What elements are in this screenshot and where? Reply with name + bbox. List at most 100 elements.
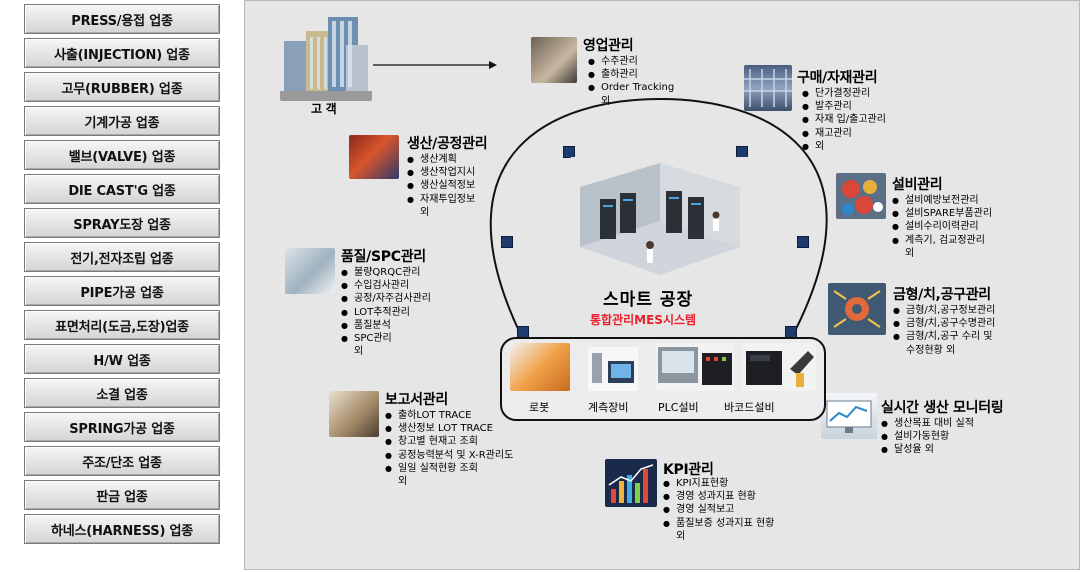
report-list: 출하LOT TRACE 생산정보 LOT TRACE 창고별 현재고 조회 공정… — [385, 409, 513, 488]
customer-buildings-image — [280, 11, 372, 101]
production-etc: 외 — [420, 206, 430, 218]
purchase-item: 자재 입/출고관리 — [802, 113, 886, 126]
industry-button-press[interactable]: PRESS/용접 업종 — [24, 4, 220, 34]
industry-button-diecasting[interactable]: DIE CAST'G 업종 — [24, 174, 220, 204]
equipment-box: 로봇 계측장비 PLC설비 바코드설비 — [500, 337, 826, 421]
mold-list: 금형/치,공구정보관리 금형/치,공구수명관리 금형/치,공구 수리 및 수정현… — [893, 304, 995, 357]
kpi-chart-image — [605, 459, 657, 507]
measuring-label: 계측장비 — [588, 401, 629, 414]
industry-button-machining[interactable]: 기계가공 업종 — [24, 106, 220, 136]
quality-title: 품질/SPC관리 — [341, 249, 426, 265]
purchase-item: 외 — [802, 140, 886, 153]
mold-title: 금형/치,공구관리 — [893, 287, 991, 303]
sales-item: 수주관리 — [588, 55, 674, 68]
facility-item: 설비SPARE부품관리 — [892, 207, 992, 220]
production-item: 자재투입정보 — [407, 193, 475, 206]
facility-item: 설비수리이력관리 — [892, 220, 992, 233]
report-item: 일일 실적현황 조회 — [385, 462, 513, 475]
report-etc: 외 — [398, 476, 408, 488]
monitoring-list: 생산목표 대비 실적 설비가동현황 달성율 외 — [881, 417, 974, 457]
production-item: 생산작업지시 — [407, 166, 475, 179]
kpi-title: KPI관리 — [663, 462, 714, 478]
purchase-title: 구매/자재관리 — [797, 70, 878, 86]
production-item: 생산실적정보 — [407, 179, 475, 192]
facility-list: 설비예방보전관리 설비SPARE부품관리 설비수리이력관리 계측기, 검교정관리… — [892, 194, 992, 260]
kpi-etc: 외 — [676, 530, 686, 542]
barcode-label: 바코드설비 — [724, 401, 775, 414]
quality-item: 불량QRQC관리 — [341, 266, 431, 279]
smart-factory-title: 스마트 공장 — [603, 290, 694, 310]
plc-equipment-image — [656, 343, 734, 391]
robot-label: 로봇 — [529, 401, 550, 414]
facility-item: 계측기, 검교정관리 — [892, 234, 992, 247]
quality-item: SPC관리 — [341, 332, 431, 345]
industry-button-valve[interactable]: 밸브(VALVE) 업종 — [24, 140, 220, 170]
industry-button-harness[interactable]: 하네스(HARNESS) 업종 — [24, 514, 220, 544]
report-item: 생산정보 LOT TRACE — [385, 422, 513, 435]
industry-button-spray[interactable]: SPRAY도장 업종 — [24, 208, 220, 238]
sales-item: Order Tracking — [588, 81, 674, 94]
kpi-item: 경영 성과지표 현황 — [663, 490, 774, 503]
mold-item: 금형/치,공구 수리 및 — [893, 330, 995, 343]
report-item: 공정능력분석 및 X-R관리도 — [385, 449, 513, 462]
monitoring-screen-image — [821, 393, 877, 439]
industry-button-rubber[interactable]: 고무(RUBBER) 업종 — [24, 72, 220, 102]
mes-system-subtitle: 통합관리MES시스템 — [590, 313, 697, 327]
report-item: 창고별 현재고 조회 — [385, 435, 513, 448]
quality-item: LOT추적관리 — [341, 306, 431, 319]
industry-button-surface[interactable]: 표면처리(도금,도장)업종 — [24, 310, 220, 340]
monitoring-item: 설비가동현황 — [881, 430, 974, 443]
monitoring-item: 달성율 외 — [881, 443, 974, 456]
mold-item: 금형/치,공구정보관리 — [893, 304, 995, 317]
mold-etc: 수정현황 외 — [906, 344, 956, 356]
kpi-item: 품질보증 성과지표 현황 — [663, 517, 774, 530]
industry-button-spring[interactable]: SPRING가공 업종 — [24, 412, 220, 442]
arc-node — [501, 236, 513, 248]
industry-button-electronics[interactable]: 전기,전자조립 업종 — [24, 242, 220, 272]
production-image — [349, 135, 399, 179]
facility-gears-image — [836, 173, 886, 219]
monitoring-title: 실시간 생산 모니터링 — [881, 400, 1004, 416]
mold-tools-image — [828, 283, 886, 335]
mes-diagram-panel: 고 객 영업관리 수주관리 출하관리 Order Tracking 외 구매/자… — [244, 0, 1080, 570]
purchase-list: 단가결정관리 발주관리 자재 입/출고관리 재고관리 외 — [802, 87, 886, 153]
report-image — [329, 391, 379, 437]
quality-item: 공정/자주검사관리 — [341, 292, 431, 305]
production-item: 생산계획 — [407, 153, 475, 166]
smart-factory-arc — [489, 97, 828, 332]
barcode-equipment-image — [742, 343, 816, 391]
kpi-list: KPI지표현황 경영 성과지표 현황 경영 실적보고 품질보증 성과지표 현황 … — [663, 477, 774, 543]
quality-item: 품질분석 — [341, 319, 431, 332]
purchase-item: 재고관리 — [802, 127, 886, 140]
industry-button-sintering[interactable]: 소결 업종 — [24, 378, 220, 408]
facility-etc: 외 — [905, 247, 915, 259]
quality-item: 수입검사관리 — [341, 279, 431, 292]
industry-button-hw[interactable]: H/W 업종 — [24, 344, 220, 374]
warehouse-image — [744, 65, 792, 111]
report-title: 보고서관리 — [385, 392, 448, 408]
sales-list: 수주관리 출하관리 Order Tracking 외 — [588, 55, 674, 108]
facility-title: 설비관리 — [892, 177, 943, 193]
customer-label: 고 객 — [311, 102, 337, 116]
kpi-item: 경영 실적보고 — [663, 503, 774, 516]
robot-image — [510, 343, 570, 391]
quality-etc: 외 — [354, 346, 364, 358]
industry-button-sheetmetal[interactable]: 판금 업종 — [24, 480, 220, 510]
production-list: 생산계획 생산작업지시 생산실적정보 자재투입정보 외 — [407, 153, 475, 219]
customer-arrow-head — [489, 61, 497, 69]
kpi-item: KPI지표현황 — [663, 477, 774, 490]
purchase-item: 발주관리 — [802, 100, 886, 113]
quality-list: 불량QRQC관리 수입검사관리 공정/자주검사관리 LOT추적관리 품질분석 S… — [341, 266, 431, 358]
monitoring-item: 생산목표 대비 실적 — [881, 417, 974, 430]
diagram-lines — [373, 61, 828, 332]
purchase-item: 단가결정관리 — [802, 87, 886, 100]
plc-label: PLC설비 — [658, 401, 699, 414]
arc-node — [563, 146, 575, 158]
report-item: 출하LOT TRACE — [385, 409, 513, 422]
industry-sidebar: PRESS/용접 업종 사출(INJECTION) 업종 고무(RUBBER) … — [24, 4, 220, 548]
facility-item: 설비예방보전관리 — [892, 194, 992, 207]
industry-button-casting[interactable]: 주조/단조 업종 — [24, 446, 220, 476]
sales-item: 출하관리 — [588, 68, 674, 81]
industry-button-injection[interactable]: 사출(INJECTION) 업종 — [24, 38, 220, 68]
industry-button-pipe[interactable]: PIPE가공 업종 — [24, 276, 220, 306]
